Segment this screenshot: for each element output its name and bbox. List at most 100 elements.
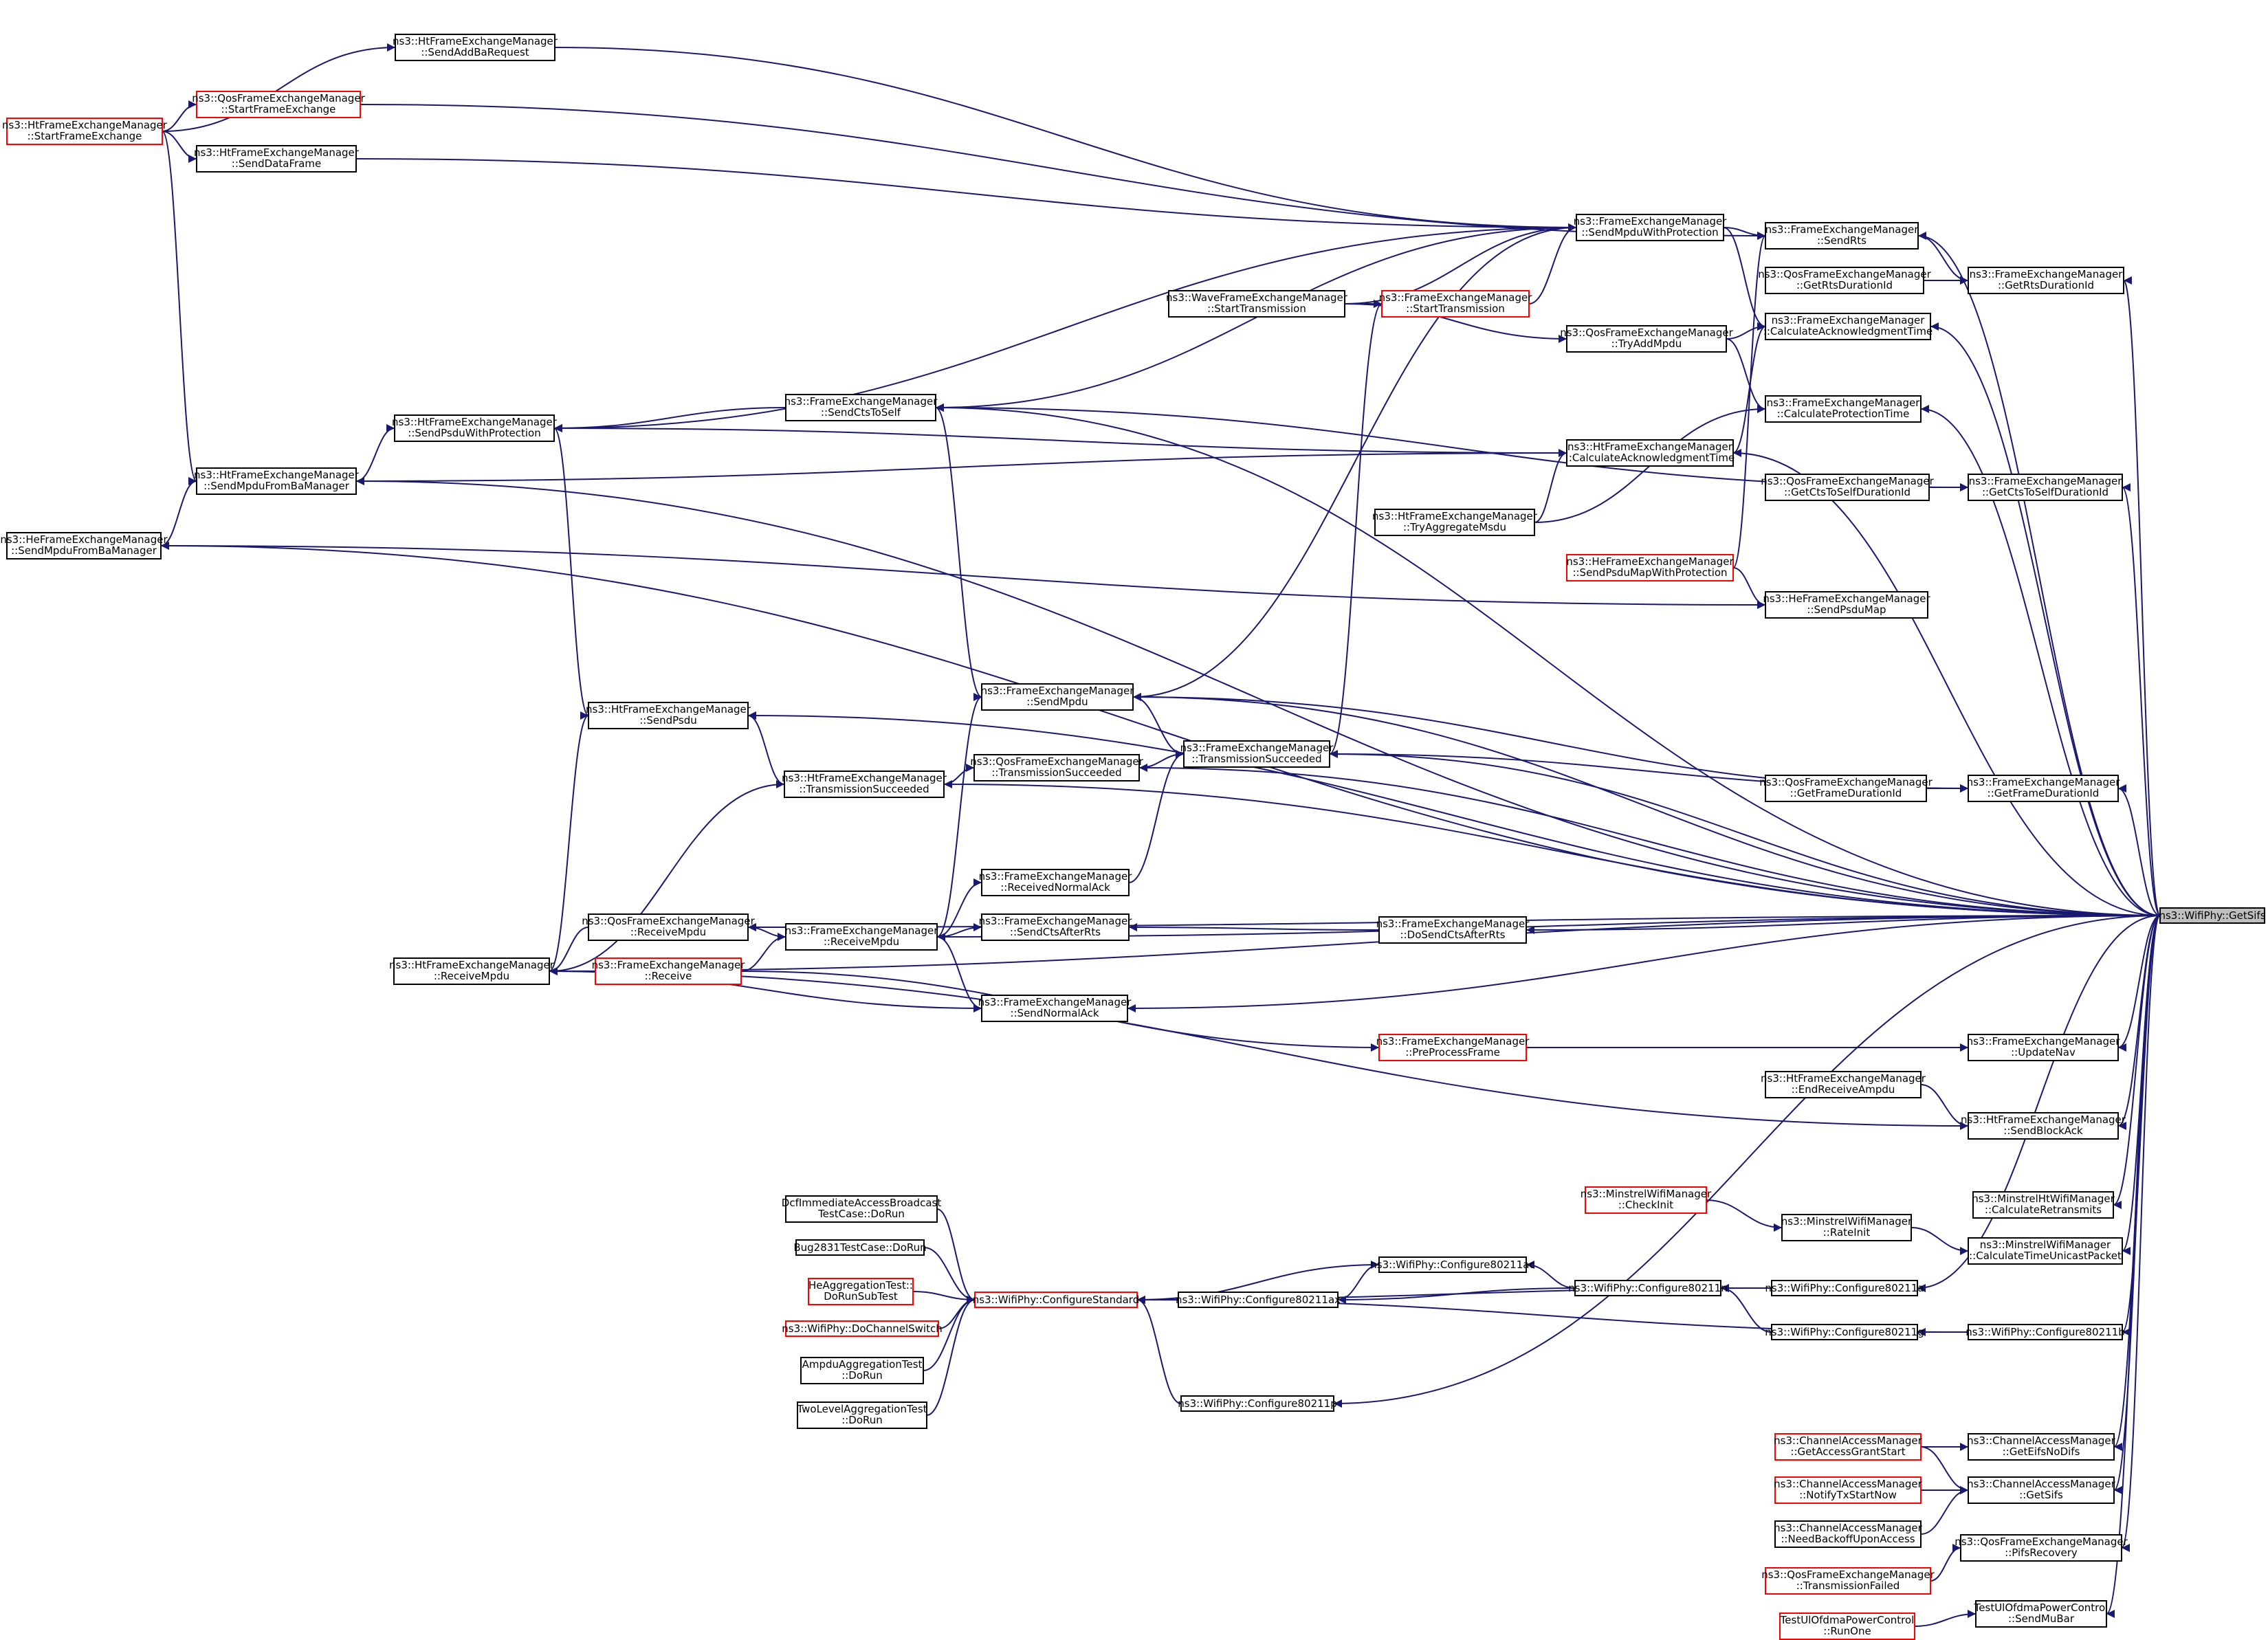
node-wifi-phy-configure80211a[interactable]: ns3::WifiPhy::Configure80211a [1765, 1280, 1924, 1296]
node-frame-exchange-manager-receive[interactable]: ns3::FrameExchangeManager::Receive [592, 957, 746, 985]
node-minstrel-ht-wifi-manager-calculate-retransmits[interactable]: ns3::MinstrelHtWifiManager::CalculateRet… [1972, 1191, 2115, 1219]
node-box [6, 118, 163, 145]
node-he-frame-exchange-manager-send-mpdu-from-ba-manager[interactable]: ns3::HeFrameExchangeManager::SendMpduFro… [0, 532, 168, 559]
node-wifi-phy-configure80211b[interactable]: ns3::WifiPhy::Configure80211b [1966, 1324, 2125, 1340]
node-ht-frame-exchange-manager-send-psdu-with-protection[interactable]: ns3::HtFrameExchangeManager::SendPsduWit… [392, 414, 558, 442]
node-frame-exchange-manager-get-rts-duration-id[interactable]: ns3::FrameExchangeManager::GetRtsDuratio… [1968, 267, 2124, 294]
node-qos-frame-exchange-manager-get-rts-duration-id[interactable]: ns3::QosFrameExchangeManager::GetRtsDura… [1758, 267, 1932, 294]
node-ht-frame-exchange-manager-receive-mpdu[interactable]: ns3::HtFrameExchangeManager::ReceiveMpdu [389, 957, 555, 985]
node-label: ns3::WifiPhy::Configure80211g [1765, 1326, 1924, 1338]
node-ht-frame-exchange-manager-send-block-ack[interactable]: ns3::HtFrameExchangeManager::SendBlockAc… [1961, 1112, 2126, 1140]
node-test-ul-ofdma-power-control-send-mu-bar[interactable]: TestUlOfdmaPowerControl::SendMuBar [1974, 1600, 2109, 1628]
node-test-ul-ofdma-power-control-run-one[interactable]: TestUlOfdmaPowerControl::RunOne [1779, 1613, 1915, 1640]
node-qos-frame-exchange-manager-transmission-succeeded[interactable]: ns3::QosFrameExchangeManager::Transmissi… [970, 754, 1144, 782]
edge-n62-to-n65 [1920, 1446, 1969, 1494]
edge-n36-to-n24 [936, 693, 982, 938]
node-frame-exchange-manager-transmission-succeeded[interactable]: ns3::FrameExchangeManager::TransmissionS… [1180, 740, 1334, 768]
node-minstrel-wifi-manager-calculate-time-unicast-packet[interactable]: ns3::MinstrelWifiManager::CalculateTimeU… [1968, 1237, 2123, 1265]
node-frame-exchange-manager-send-mpdu-with-protection[interactable]: ns3::FrameExchangeManager::SendMpduWithP… [1574, 214, 1728, 241]
node-frame-exchange-manager-get-frame-duration-id[interactable]: ns3::FrameExchangeManager::GetFrameDurat… [1967, 775, 2121, 802]
node-frame-exchange-manager-receive-mpdu[interactable]: ns3::FrameExchangeManager::ReceiveMpdu [785, 923, 939, 951]
node-minstrel-wifi-manager-check-init[interactable]: ns3::MinstrelWifiManager::CheckInit [1581, 1186, 1712, 1214]
node-label: ns3::QosFrameExchangeManager [1560, 326, 1733, 339]
node-frame-exchange-manager-send-cts-after-rts[interactable]: ns3::FrameExchangeManager::SendCtsAfterR… [979, 913, 1133, 941]
node-he-frame-exchange-manager-send-psdu-map[interactable]: ns3::HeFrameExchangeManager::SendPsduMap [1763, 591, 1930, 619]
node-frame-exchange-manager-send-cts-to-self[interactable]: ns3::FrameExchangeManager::SendCtsToSelf [784, 394, 938, 421]
edge-n47-to-n49 [1911, 1227, 1969, 1255]
node-he-frame-exchange-manager-send-psdu-map-with-protection[interactable]: ns3::HeFrameExchangeManager::SendPsduMap… [1566, 554, 1734, 581]
node-label: ::UpdateNav [2011, 1046, 2076, 1059]
edge-n56-to-n54 [938, 1296, 976, 1329]
node-two-level-aggregation-test-do-run[interactable]: TwoLevelAggregationTest::DoRun [796, 1401, 927, 1429]
node-ht-frame-exchange-manager-try-aggregate-msdu[interactable]: ns3::HtFrameExchangeManager::TryAggregat… [1372, 509, 1538, 536]
node-ht-frame-exchange-manager-calculate-acknowledgment-time[interactable]: ns3::HtFrameExchangeManager::CalculateAc… [1565, 439, 1735, 467]
node-qos-frame-exchange-manager-start-frame-exchange[interactable]: ns3::QosFrameExchangeManager::StartFrame… [192, 91, 366, 118]
edge-root-to-n24 [1132, 693, 2161, 916]
node-label: ::ReceiveMpdu [824, 935, 899, 948]
edge-n70-to-n69 [1914, 1610, 1977, 1627]
node-frame-exchange-manager-calculate-protection-time[interactable]: ns3::FrameExchangeManager::CalculateProt… [1765, 395, 1922, 423]
node-wave-frame-exchange-manager-start-transmission[interactable]: ns3::WaveFrameExchangeManager::StartTran… [1166, 290, 1348, 318]
edge-n42-to-n43 [1920, 1084, 1969, 1130]
edge-root-to-n17 [355, 477, 2161, 916]
node-frame-exchange-manager-start-transmission[interactable]: ns3::FrameExchangeManager::StartTransmis… [1379, 290, 1533, 318]
node-channel-access-manager-notify-tx-start-now[interactable]: ns3::ChannelAccessManager::NotifyTxStart… [1774, 1476, 1923, 1504]
node-wifi-phy-configure80211g[interactable]: ns3::WifiPhy::Configure80211g [1765, 1324, 1924, 1340]
node-frame-exchange-manager-update-nav[interactable]: ns3::FrameExchangeManager::UpdateNav [1967, 1034, 2121, 1061]
node-label: ns3::HtFrameExchangeManager [586, 703, 751, 716]
node-qos-frame-exchange-manager-get-frame-duration-id[interactable]: ns3::QosFrameExchangeManager::GetFrameDu… [1759, 775, 1933, 802]
node-he-aggregation-test-do-run-sub-test[interactable]: HeAggregationTest::DoRunSubTest [808, 1278, 914, 1305]
node-ht-frame-exchange-manager-start-frame-exchange[interactable]: ns3::HtFrameExchangeManager::StartFrameE… [2, 118, 168, 145]
node-qos-frame-exchange-manager-transmission-failed[interactable]: ns3::QosFrameExchangeManager::Transmissi… [1761, 1567, 1935, 1595]
node-qos-frame-exchange-manager-receive-mpdu[interactable]: ns3::QosFrameExchangeManager::ReceiveMpd… [582, 913, 756, 941]
node-label: ::GetRtsDurationId [1796, 279, 1893, 291]
node-label: ::RunOne [1823, 1625, 1871, 1637]
node-qos-frame-exchange-manager-pifs-recovery[interactable]: ns3::QosFrameExchangeManager::PifsRecove… [1955, 1534, 2128, 1562]
edge-n22-to-n6 [1732, 232, 1766, 568]
node-ht-frame-exchange-manager-send-add-ba-request[interactable]: ns3::HtFrameExchangeManager::SendAddBaRe… [393, 34, 558, 61]
node-label: ns3::HtFrameExchangeManager [389, 959, 555, 971]
node-minstrel-wifi-manager-rate-init[interactable]: ns3::MinstrelWifiManager::RateInit [1781, 1214, 1913, 1241]
node-channel-access-manager-get-eifs-no-difs[interactable]: ns3::ChannelAccessManager::GetEifsNoDifs [1967, 1433, 2116, 1461]
edge-root-to-n65 [2113, 915, 2161, 1494]
node-ampdu-aggregation-test-do-run[interactable]: AmpduAggregationTest::DoRun [800, 1357, 924, 1384]
node-wifi-phy-configure80211ax[interactable]: ns3::WifiPhy::Configure80211ax [1176, 1292, 1341, 1308]
node-label: ::SendRts [1817, 234, 1867, 247]
node-frame-exchange-manager-received-normal-ack[interactable]: ns3::FrameExchangeManager::ReceivedNorma… [979, 869, 1133, 896]
node-channel-access-manager-get-access-grant-start[interactable]: ns3::ChannelAccessManager::GetAccessGran… [1774, 1433, 1923, 1461]
node-ht-frame-exchange-manager-send-mpdu-from-ba-manager[interactable]: ns3::HtFrameExchangeManager::SendMpduFro… [194, 467, 360, 495]
node-channel-access-manager-need-backoff-upon-access[interactable]: ns3::ChannelAccessManager::NeedBackoffUp… [1774, 1520, 1923, 1548]
node-frame-exchange-manager-calculate-acknowledgment-time[interactable]: ns3::FrameExchangeManager::CalculateAckn… [1763, 313, 1933, 340]
node-wifi-phy-configure80211p[interactable]: ns3::WifiPhy::Configure80211p [1178, 1395, 1337, 1412]
node-box [1566, 439, 1734, 467]
node-frame-exchange-manager-get-cts-to-self-duration-id[interactable]: ns3::FrameExchangeManager::GetCtsToSelfD… [1968, 474, 2123, 501]
node-label: ::SendCtsToSelf [821, 406, 901, 419]
node-wifi-phy-configure80211n[interactable]: ns3::WifiPhy::Configure80211n [1568, 1280, 1728, 1296]
node-frame-exchange-manager-send-rts[interactable]: ns3::FrameExchangeManager::SendRts [1765, 222, 1919, 250]
node-label: ::CalculateRetransmits [1985, 1204, 2102, 1216]
node-wifi-phy-configure80211ac[interactable]: ns3::WifiPhy::Configure80211ac [1370, 1256, 1535, 1273]
node-label: ::StartFrameExchange [27, 130, 142, 142]
node-ht-frame-exchange-manager-transmission-succeeded[interactable]: ns3::HtFrameExchangeManager::Transmissio… [782, 771, 947, 798]
node-bug2831-test-case-do-run[interactable]: Bug2831TestCase::DoRun [793, 1239, 927, 1256]
node-label: ::RateInit [1823, 1226, 1871, 1239]
node-qos-frame-exchange-manager-try-add-mpdu[interactable]: ns3::QosFrameExchangeManager::TryAddMpdu [1560, 325, 1734, 353]
node-dcf-immediate-access-broadcast-test-case-do-run[interactable]: DcfImmediateAccessBroadcastTestCase::DoR… [782, 1195, 942, 1223]
edge-n36-to-n39 [936, 936, 982, 1012]
node-qos-frame-exchange-manager-get-cts-to-self-duration-id[interactable]: ns3::QosFrameExchangeManager::GetCtsToSe… [1761, 474, 1935, 501]
node-ht-frame-exchange-manager-send-data-frame[interactable]: ns3::HtFrameExchangeManager::SendDataFra… [194, 145, 360, 173]
node-label: ns3::HtFrameExchangeManager [2, 119, 168, 131]
node-frame-exchange-manager-send-mpdu[interactable]: ns3::FrameExchangeManager::SendMpdu [981, 683, 1135, 711]
node-wifi-phy-configure-standard[interactable]: ns3::WifiPhy::ConfigureStandard [973, 1292, 1139, 1308]
node-wifi-phy-do-channel-switch[interactable]: ns3::WifiPhy::DoChannelSwitch [782, 1320, 943, 1337]
node-frame-exchange-manager-pre-process-frame[interactable]: ns3::FrameExchangeManager::PreProcessFra… [1376, 1034, 1530, 1061]
node-box [974, 1292, 1138, 1308]
node-label: ::DoRun [841, 1369, 883, 1382]
node-frame-exchange-manager-send-normal-ack[interactable]: ns3::FrameExchangeManager::SendNormalAck [978, 995, 1132, 1022]
node-box [800, 1357, 924, 1384]
node-frame-exchange-manager-do-send-cts-after-rts[interactable]: ns3::FrameExchangeManager::DoSendCtsAfte… [1376, 916, 1530, 944]
node-ht-frame-exchange-manager-send-psdu[interactable]: ns3::HtFrameExchangeManager::SendPsdu [586, 702, 751, 729]
node-ht-frame-exchange-manager-end-receive-ampdu[interactable]: ns3::HtFrameExchangeManager::EndReceiveA… [1761, 1071, 1926, 1098]
node-channel-access-manager-get-sifs[interactable]: ns3::ChannelAccessManager::GetSifs [1967, 1476, 2116, 1504]
root-node-getsifs[interactable]: ns3::WifiPhy::GetSifs [2159, 907, 2266, 924]
